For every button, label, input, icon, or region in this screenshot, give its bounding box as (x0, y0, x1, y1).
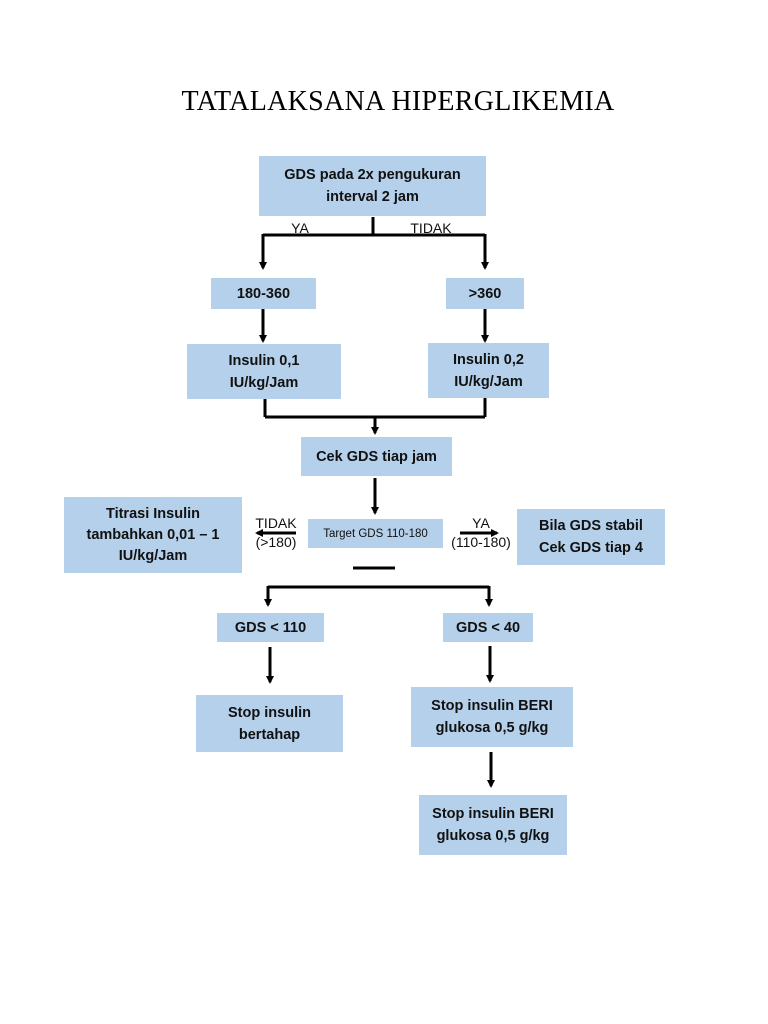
node-stop-bertahap: Stop insulin bertahap (196, 695, 343, 752)
page-title: TATALAKSANA HIPERGLIKEMIA (181, 86, 615, 117)
node-range-180-360: 180-360 (211, 278, 316, 309)
node-cek-gds: Cek GDS tiap jam (301, 437, 452, 476)
edge-label-tidak-top: TIDAK (410, 220, 452, 236)
edge-label-ya-right: YA (110-180) (451, 515, 511, 550)
node-insulin-02: Insulin 0,2 IU/kg/Jam (428, 343, 549, 398)
node-gds-measure: GDS pada 2x pengukuran interval 2 jam (259, 156, 486, 216)
node-bila-stabil: Bila GDS stabil Cek GDS tiap 4 (517, 509, 665, 565)
node-gds-lt-40: GDS < 40 (443, 613, 533, 642)
edge-label-tidak-left: TIDAK (>180) (255, 515, 297, 550)
node-stop-beri-2: Stop insulin BERI glukosa 0,5 g/kg (419, 795, 567, 855)
node-range-gt-360: >360 (446, 278, 524, 309)
node-stop-beri-1: Stop insulin BERI glukosa 0,5 g/kg (411, 687, 573, 747)
node-titrasi: Titrasi Insulin tambahkan 0,01 – 1 IU/kg… (64, 497, 242, 573)
edge-label-ya-top: YA (291, 220, 309, 236)
node-target-gds: Target GDS 110-180 (308, 519, 443, 548)
node-insulin-01: Insulin 0,1 IU/kg/Jam (187, 344, 341, 399)
node-gds-lt-110: GDS < 110 (217, 613, 324, 642)
